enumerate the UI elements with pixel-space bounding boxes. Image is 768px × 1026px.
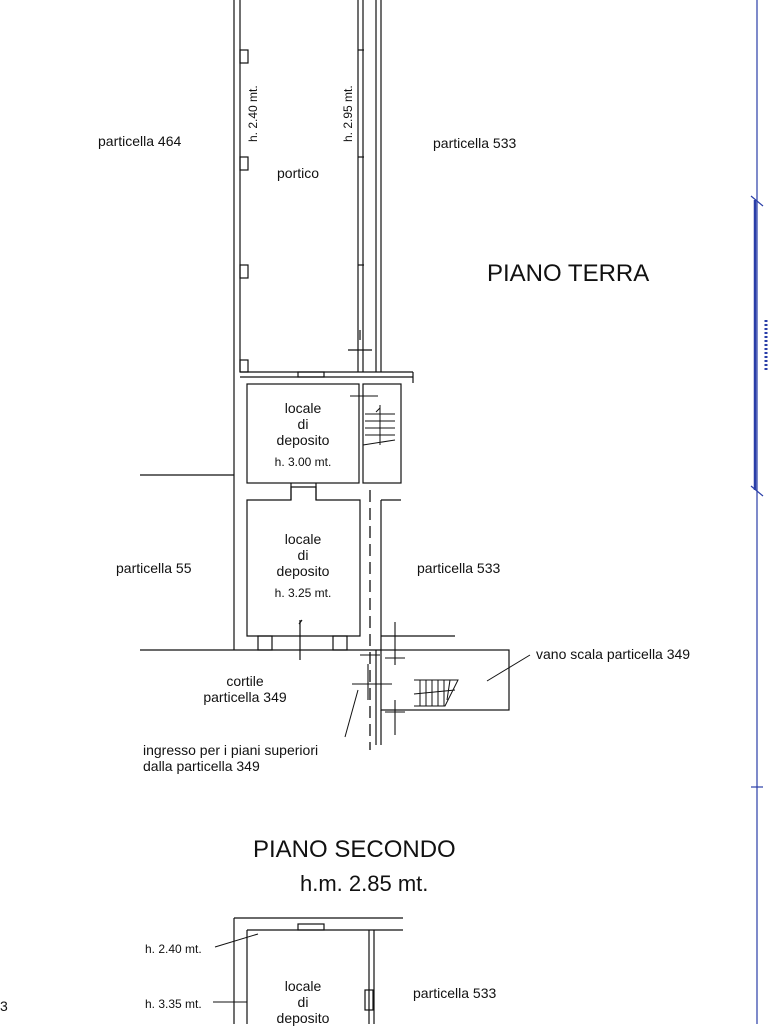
room-label-line1: locale	[284, 400, 322, 416]
openings	[257, 371, 348, 660]
room-label-line1: locale	[284, 978, 322, 994]
portico-label: portico	[277, 165, 320, 181]
room-label-line3: deposito	[276, 432, 330, 448]
courtyard-line1: cortile	[226, 673, 264, 689]
stairwell-stairs	[413, 679, 459, 707]
entrance-note-line1: ingresso per i piani superiori	[143, 742, 319, 758]
storage-room-2: locale di deposito h. 3.25 mt.	[262, 531, 344, 601]
room-label-line1: locale	[284, 531, 322, 547]
ground-floor-walls	[140, 0, 510, 745]
entrance-note: ingresso per i piani superiori dalla par…	[143, 742, 318, 774]
room-height: h. 3.25 mt.	[274, 586, 332, 600]
page-marker: 3	[0, 998, 8, 1014]
courtyard-label: cortile particella 349	[190, 673, 300, 705]
storage-room-1: locale di deposito h. 3.00 mt.	[262, 400, 344, 470]
ground-floor-title: PIANO TERRA	[487, 260, 650, 287]
parcel-55-label: particella 55	[116, 560, 192, 576]
second-parcel-533-label: particella 533	[413, 985, 497, 1001]
height-240-label: h. 2.40 mt.	[246, 85, 260, 142]
second-floor-title: PIANO SECONDO	[253, 836, 456, 863]
second-height-335-label: h. 3.35 mt.	[145, 997, 202, 1011]
dimension-line	[750, 0, 768, 1024]
height-295-label: h. 2.95 mt.	[341, 85, 355, 142]
second-storage-room: locale di deposito	[262, 978, 344, 1026]
second-floor-subtitle: h.m. 2.85 mt.	[300, 871, 429, 896]
room-label-line3: deposito	[276, 1010, 330, 1026]
room-height: h. 3.00 mt.	[274, 455, 332, 469]
courtyard-line2: particella 349	[203, 689, 287, 705]
parcel-533-mid-label: particella 533	[417, 560, 501, 576]
room-label-line2: di	[297, 547, 309, 563]
ground-stairs	[350, 395, 396, 446]
portico-pillars	[239, 49, 372, 373]
entrance-note-line2: dalla particella 349	[143, 758, 260, 774]
room-label-line3: deposito	[276, 563, 330, 579]
second-floor-walls	[233, 917, 403, 1024]
room-label-line2: di	[297, 416, 309, 432]
parcel-533-top-label: particella 533	[433, 135, 517, 151]
stairwell-label: vano scala particella 349	[536, 646, 691, 662]
second-height-240-label: h. 2.40 mt.	[145, 942, 202, 956]
leader-lines	[213, 654, 531, 1003]
entry-marks	[352, 622, 405, 735]
parcel-464-label: particella 464	[98, 133, 182, 149]
room-label-line2: di	[297, 994, 309, 1010]
